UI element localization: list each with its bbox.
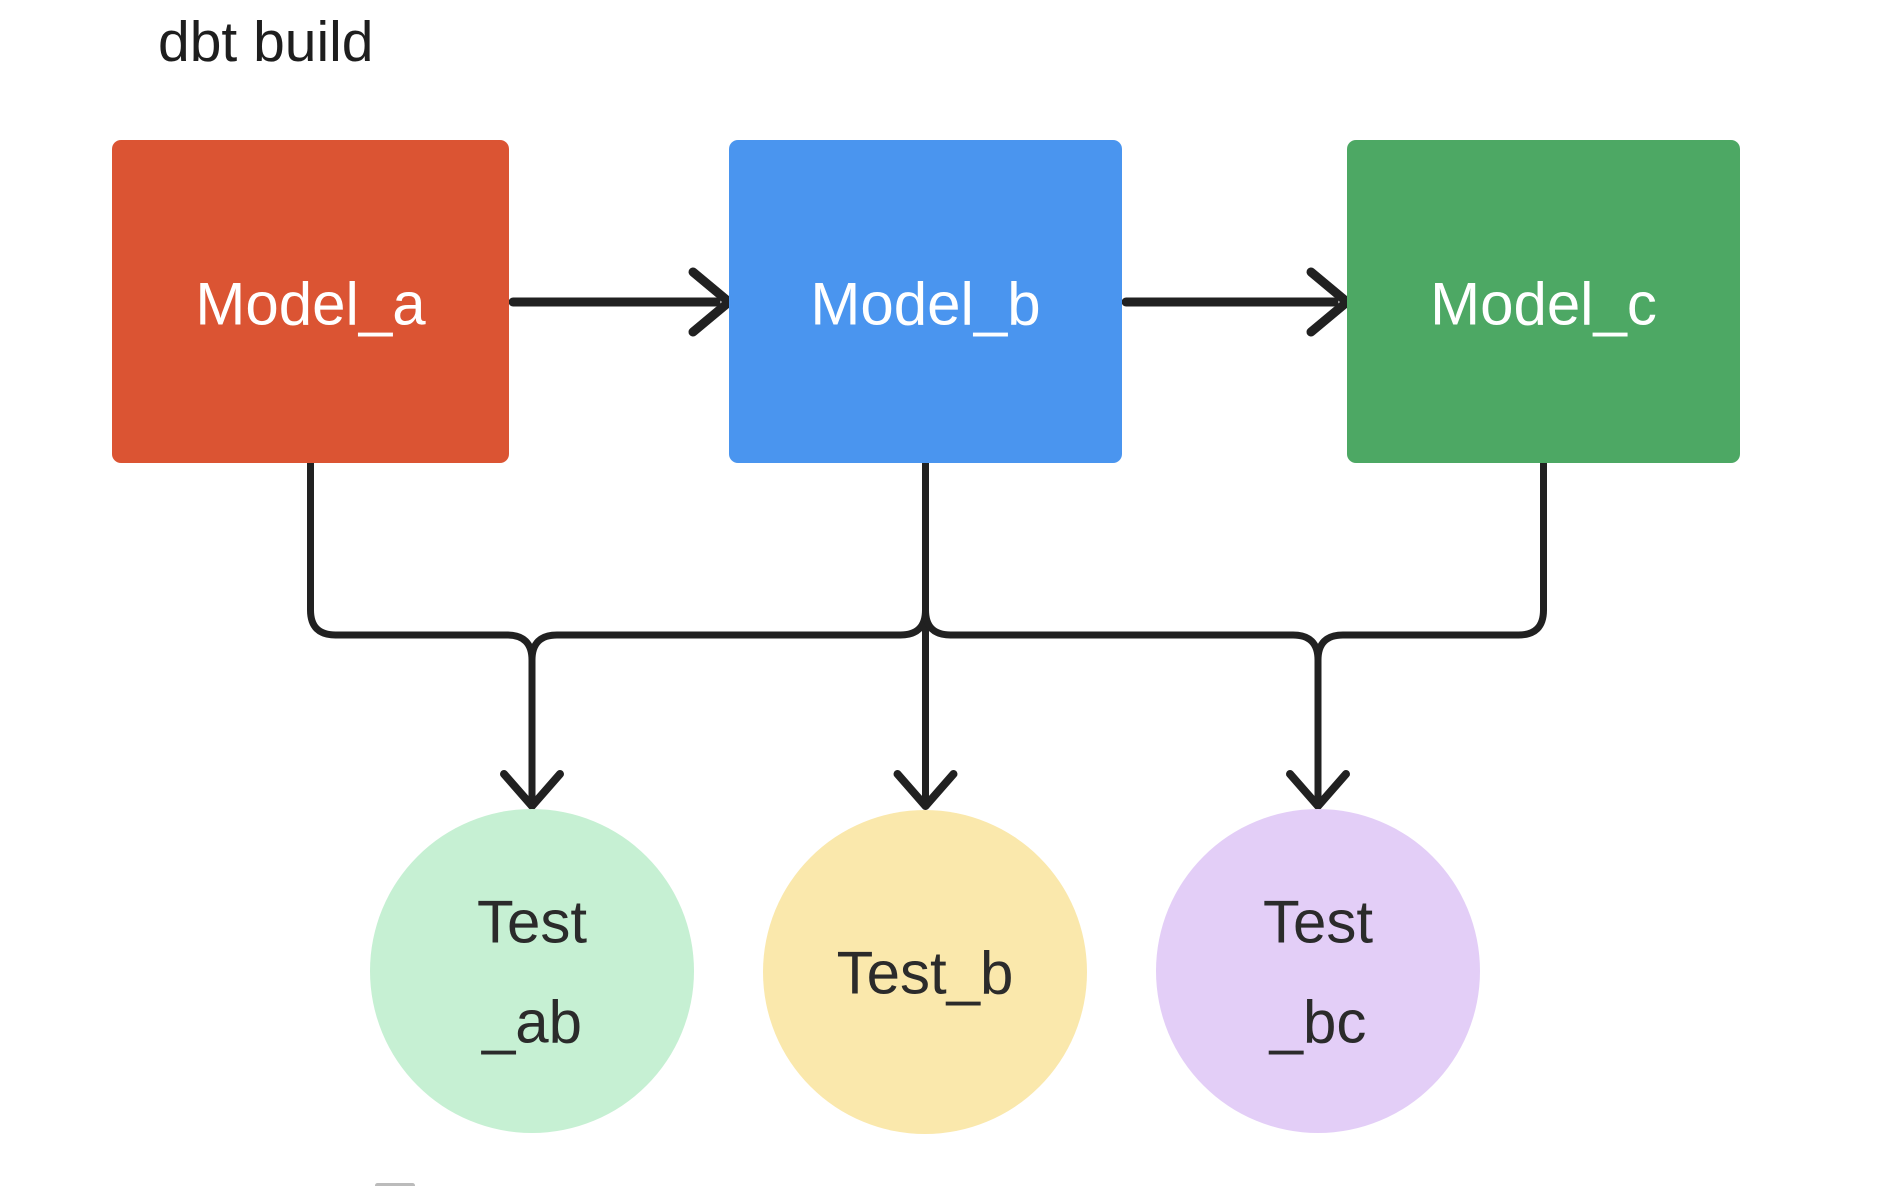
test-bc-label-line1: Test	[1263, 889, 1373, 956]
test-labels: Test _ab Test_b Test _bc	[477, 889, 1373, 1056]
model-a-label: Model_a	[195, 271, 426, 338]
clipped-shape-fragment	[375, 1183, 415, 1186]
edge-lines	[307, 459, 1547, 802]
test-bc-label-line2: _bc	[1269, 989, 1367, 1056]
arrowhead-into-test-bc-icon	[1286, 770, 1350, 810]
diagram-title: dbt build	[158, 10, 374, 74]
arrowhead-into-test-b-icon	[893, 770, 958, 810]
edge-model-b-to-test-bc	[922, 459, 1322, 802]
test-nodes	[370, 809, 1480, 1134]
model-c-node	[1347, 140, 1740, 463]
model-labels: Model_a Model_b Model_c	[195, 271, 1656, 338]
model-nodes	[112, 140, 1740, 463]
edge-model-c-to-test-bc	[1314, 459, 1547, 802]
test-b-label: Test_b	[837, 940, 1014, 1007]
test-b-node	[763, 810, 1087, 1134]
model-b-label: Model_b	[810, 271, 1040, 338]
test-ab-node	[370, 809, 694, 1133]
arrowhead-into-test-ab-icon	[500, 770, 564, 810]
test-ab-label-line2: _ab	[481, 989, 582, 1056]
test-ab-label-line1: Test	[477, 889, 587, 956]
down-arrowheads	[500, 770, 1350, 810]
model-a-node	[112, 140, 509, 463]
edge-model-a-to-test-ab	[307, 459, 536, 802]
edge-model-b-to-test-ab	[528, 459, 929, 802]
model-c-label: Model_c	[1430, 271, 1657, 338]
model-b-node	[729, 140, 1122, 463]
test-bc-node	[1156, 809, 1480, 1133]
